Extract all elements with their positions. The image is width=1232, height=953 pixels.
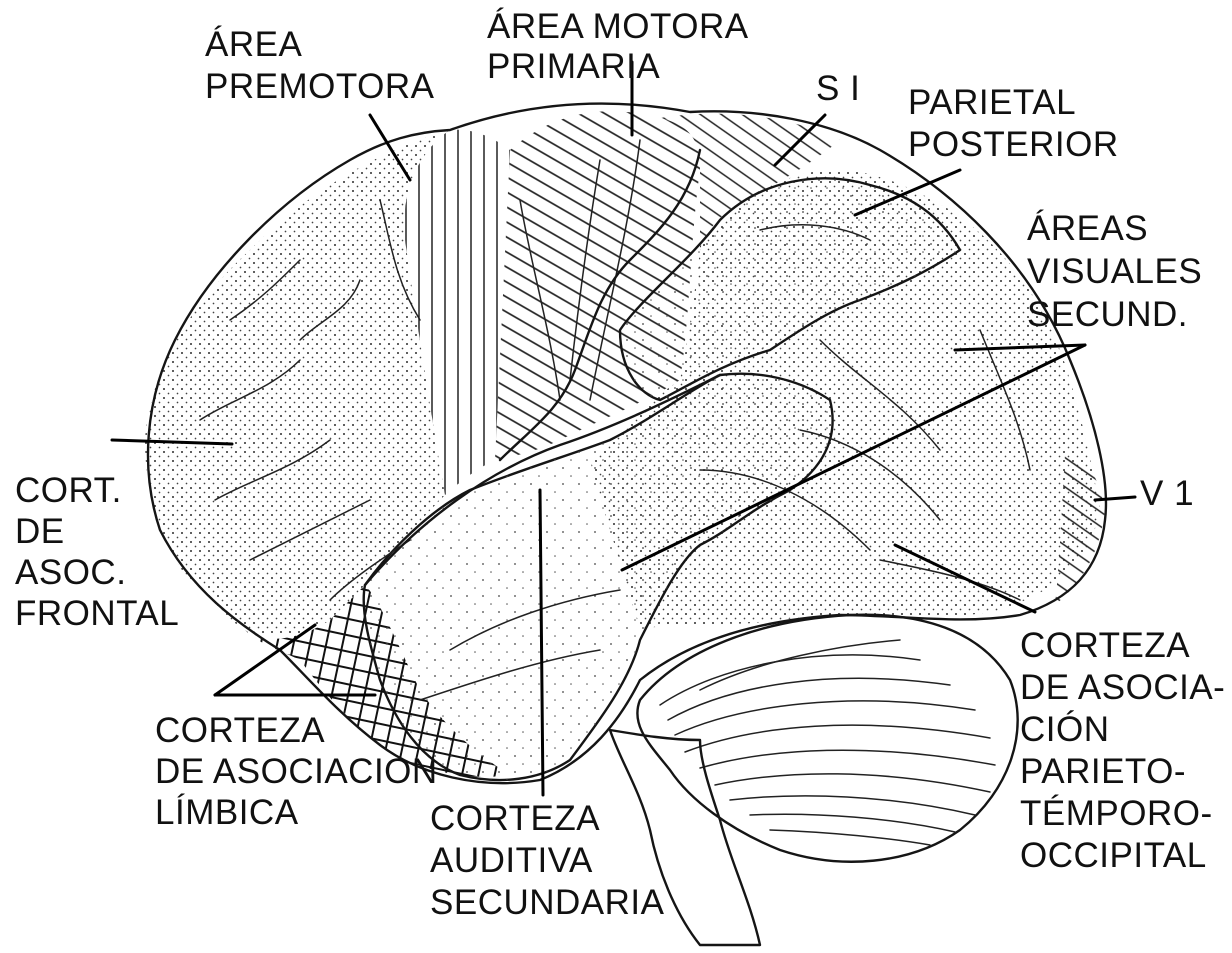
- svg-text:LÍMBICA: LÍMBICA: [155, 793, 299, 832]
- svg-text:ÁREA MOTORA: ÁREA MOTORA: [487, 7, 749, 46]
- svg-text:POSTERIOR: POSTERIOR: [908, 125, 1119, 164]
- svg-text:DE ASOCIA-: DE ASOCIA-: [1020, 668, 1225, 707]
- cerebellum: [637, 615, 1017, 862]
- svg-text:CORTEZA: CORTEZA: [430, 799, 600, 838]
- label-corteza-auditiva: CORTEZA AUDITIVA SECUNDARIA: [430, 799, 665, 922]
- label-area-motora-primaria: ÁREA MOTORA PRIMARIA: [487, 7, 749, 86]
- svg-text:OCCIPITAL: OCCIPITAL: [1020, 836, 1207, 875]
- svg-text:DE ASOCIACION: DE ASOCIACION: [155, 752, 438, 791]
- svg-text:AUDITIVA: AUDITIVA: [430, 841, 593, 880]
- label-areas-visuales: ÁREAS VISUALES SECUND.: [1027, 209, 1202, 334]
- svg-text:FRONTAL: FRONTAL: [15, 594, 179, 633]
- svg-text:PARIETAL: PARIETAL: [908, 83, 1076, 122]
- label-corteza-ptoc: CORTEZA DE ASOCIA- CIÓN PARIETO- TÉMPORO…: [1020, 626, 1225, 875]
- label-parietal-posterior: PARIETAL POSTERIOR: [908, 83, 1119, 164]
- svg-text:DE: DE: [15, 512, 65, 551]
- label-v1: V 1: [1140, 474, 1194, 513]
- svg-text:PARIETO-: PARIETO-: [1020, 752, 1186, 791]
- svg-text:ASOC.: ASOC.: [15, 553, 126, 592]
- svg-text:CORTEZA: CORTEZA: [155, 711, 325, 750]
- svg-text:ÁREA: ÁREA: [205, 25, 302, 64]
- label-area-premotora: ÁREA PREMOTORA: [205, 25, 435, 106]
- svg-text:ÁREAS: ÁREAS: [1027, 209, 1148, 248]
- label-s1: S I: [816, 69, 860, 108]
- svg-text:CORTEZA: CORTEZA: [1020, 626, 1190, 665]
- svg-text:VISUALES: VISUALES: [1027, 252, 1202, 291]
- svg-text:PRIMARIA: PRIMARIA: [487, 47, 660, 86]
- svg-text:SECUNDARIA: SECUNDARIA: [430, 883, 665, 922]
- svg-text:SECUND.: SECUND.: [1027, 295, 1188, 334]
- svg-text:CIÓN: CIÓN: [1020, 710, 1110, 749]
- svg-text:CORT.: CORT.: [15, 471, 122, 510]
- svg-text:TÉMPORO-: TÉMPORO-: [1020, 794, 1213, 833]
- svg-text:PREMOTORA: PREMOTORA: [205, 67, 435, 106]
